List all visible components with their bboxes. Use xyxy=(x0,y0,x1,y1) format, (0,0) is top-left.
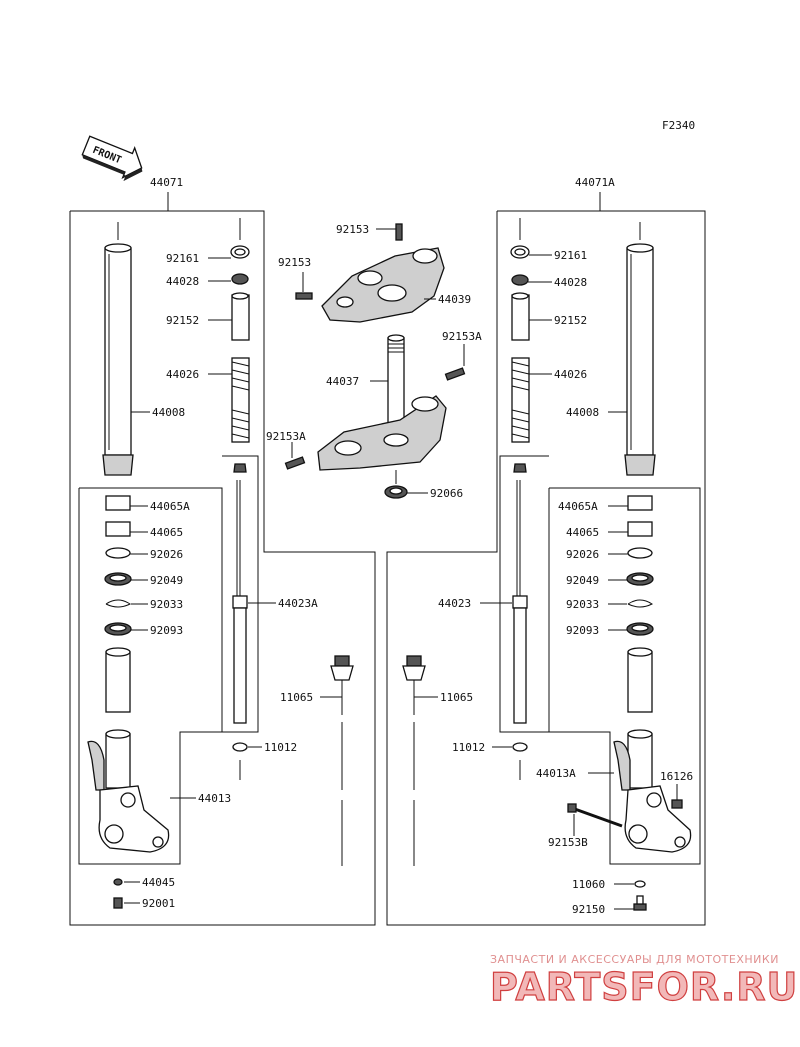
label-44013-left: 44013 xyxy=(198,792,231,805)
right-assembly-label: 44071A xyxy=(575,176,615,189)
label-44065-right: 44065 xyxy=(566,526,599,539)
right-fork-assembly: 44071A 44008 92161 44028 92152 xyxy=(386,176,706,926)
left-assembly-label: 44071 xyxy=(150,176,183,189)
label-44037: 44037 xyxy=(326,375,359,388)
cartridge-11065-left xyxy=(330,655,354,866)
damper-rod-44023-right xyxy=(512,463,528,724)
bolt-92153A-left xyxy=(284,456,306,470)
label-92161-left: 92161 xyxy=(166,252,199,265)
part-11060-right xyxy=(634,880,646,888)
spacer-92152-left xyxy=(231,292,250,341)
triple-clamp-assembly: 92153 44039 92153 44037 92 xyxy=(266,223,482,500)
bushing-44065A-left xyxy=(105,495,131,511)
axle-bracket-44013A-right xyxy=(613,740,692,853)
part-11012-right xyxy=(512,742,528,752)
label-44023-right: 44023 xyxy=(438,597,471,610)
watermark-tagline: ЗАПЧАСТИ И АКСЕССУАРЫ ДЛЯ МОТОТЕХНИКИ xyxy=(490,953,779,966)
bushing-44065-left xyxy=(105,521,131,537)
label-44026-left: 44026 xyxy=(166,368,199,381)
steering-stem-44037 xyxy=(317,334,447,471)
label-92093-left: 92093 xyxy=(150,624,183,637)
label-92153A-left: 92153A xyxy=(266,430,306,443)
part-44028-left xyxy=(231,273,249,285)
watermark-brand: PARTSFOR.RU xyxy=(490,965,798,1009)
label-11012-left: 11012 xyxy=(264,741,297,754)
label-44028-right: 44028 xyxy=(554,276,587,289)
bushing-44065A-right xyxy=(627,495,653,511)
label-11065-right: 11065 xyxy=(440,691,473,704)
label-44065-left: 44065 xyxy=(150,526,183,539)
label-44023A-left: 44023A xyxy=(278,597,318,610)
inner-tube-left xyxy=(105,647,131,789)
label-16126-right: 16126 xyxy=(660,770,693,783)
label-92049-left: 92049 xyxy=(150,574,183,587)
label-92153A-right: 92153A xyxy=(442,330,482,343)
label-44065A-right: 44065A xyxy=(558,500,598,513)
inner-tube-right xyxy=(627,647,653,789)
washer-92026-right xyxy=(627,547,653,559)
spring-44026-right xyxy=(511,357,530,443)
spacer-92152-right xyxy=(511,292,530,341)
diagram-code: F2340 xyxy=(662,119,695,132)
label-11012-right: 11012 xyxy=(452,741,485,754)
label-92152-right: 92152 xyxy=(554,314,587,327)
label-92161-right: 92161 xyxy=(554,249,587,262)
label-92093-right: 92093 xyxy=(566,624,599,637)
label-44013A-right: 44013A xyxy=(536,767,576,780)
part-44028-right xyxy=(511,274,529,286)
label-92153-top: 92153 xyxy=(336,223,369,236)
front-arrow-icon: FRONT xyxy=(81,135,143,182)
cartridge-11065-right xyxy=(402,655,426,866)
label-92033-right: 92033 xyxy=(566,598,599,611)
bolt-92153-top xyxy=(395,223,403,241)
label-92066: 92066 xyxy=(430,487,463,500)
part-44045-left xyxy=(113,878,123,886)
label-44065A-left: 44065A xyxy=(150,500,190,513)
damper-rod-44023A-left xyxy=(232,463,248,724)
bolt-92153-side xyxy=(295,292,313,300)
label-11060-right: 11060 xyxy=(572,878,605,891)
label-92153-side: 92153 xyxy=(278,256,311,269)
bolt-92150-right xyxy=(633,895,647,911)
label-92033-left: 92033 xyxy=(150,598,183,611)
label-11065-left: 11065 xyxy=(280,691,313,704)
part-11012-left xyxy=(232,742,248,752)
clip-92033-left xyxy=(105,599,131,608)
label-44039: 44039 xyxy=(438,293,471,306)
clip-92033-right xyxy=(627,599,653,608)
watermark-logo: ЗАПЧАСТИ И АКСЕССУАРЫ ДЛЯ МОТОТЕХНИКИ PA… xyxy=(489,953,798,1010)
label-44008-right: 44008 xyxy=(566,406,599,419)
upper-clamp-44039 xyxy=(321,247,445,323)
label-44028-left: 44028 xyxy=(166,275,199,288)
bolt-92153B-right xyxy=(567,803,623,828)
label-44008-left: 44008 xyxy=(152,406,185,419)
label-92049-right: 92049 xyxy=(566,574,599,587)
axle-bracket-44013-left xyxy=(87,740,170,853)
bleed-screw-16126-right xyxy=(671,784,683,809)
outer-tube-44008-left xyxy=(102,222,134,476)
label-44026-right: 44026 xyxy=(554,368,587,381)
label-92001-left: 92001 xyxy=(142,897,175,910)
label-92152-left: 92152 xyxy=(166,314,199,327)
bolt-92001-left xyxy=(113,897,123,909)
label-92150-right: 92150 xyxy=(572,903,605,916)
bushing-44065-right xyxy=(627,521,653,537)
label-44045-left: 44045 xyxy=(142,876,175,889)
label-92026-left: 92026 xyxy=(150,548,183,561)
label-92153B-right: 92153B xyxy=(548,836,588,849)
bolt-92153A-right xyxy=(444,367,466,381)
label-92026-right: 92026 xyxy=(566,548,599,561)
outer-tube-44008-right xyxy=(624,222,656,476)
washer-92026-left xyxy=(105,547,131,559)
spring-44026-left xyxy=(231,357,250,443)
left-fork-assembly: 44071 44008 92161 44028 92 xyxy=(69,176,376,926)
